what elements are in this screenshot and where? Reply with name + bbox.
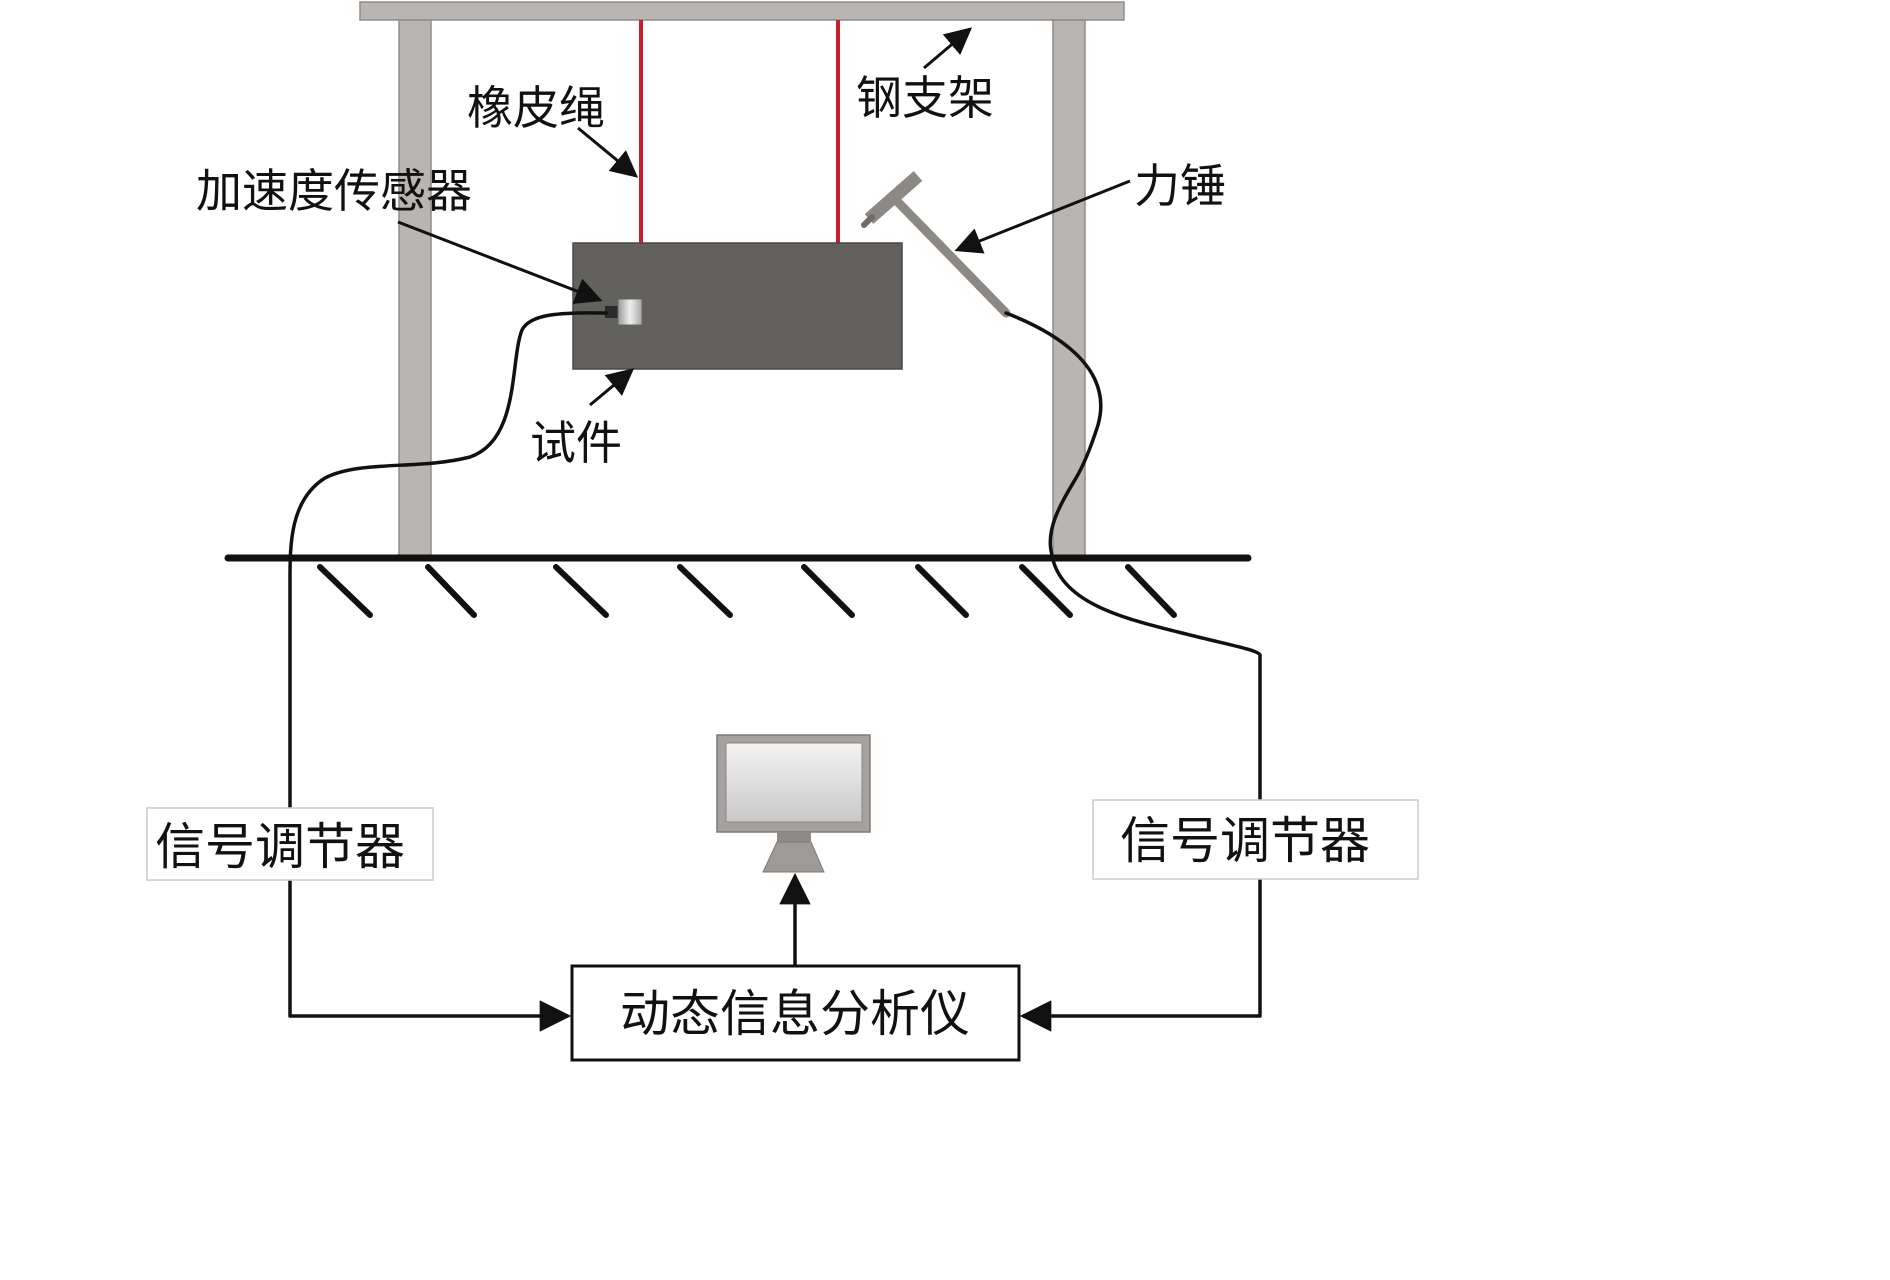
label-specimen: 试件 xyxy=(530,416,622,470)
test-setup-diagram: 橡皮绳 钢支架 加速度传感器 力锤 试件 信号调节器 信号调节器 动态信息分析仪 xyxy=(146,1,1419,1062)
ground-hatching xyxy=(317,564,1177,618)
hammer-handle xyxy=(887,191,1011,318)
hatch-mark xyxy=(425,564,477,618)
hatch-mark xyxy=(1125,564,1177,618)
force-hammer xyxy=(861,171,1011,318)
signal-conditioner-left-box xyxy=(146,807,434,881)
sensor-cable xyxy=(288,311,608,1018)
hatch-mark xyxy=(317,564,373,618)
frame-left-post xyxy=(398,19,432,558)
hammer-cable xyxy=(1004,311,1262,1018)
leader-steel-frame xyxy=(923,27,973,70)
frame-right-post xyxy=(1052,19,1086,558)
leader-specimen xyxy=(589,368,635,407)
hammer-head xyxy=(864,171,923,224)
steel-frame xyxy=(359,1,1125,558)
label-rubber-rope: 橡皮绳 xyxy=(467,81,605,135)
monitor-stand xyxy=(762,841,825,873)
hatch-mark xyxy=(915,564,969,618)
leader-accelerometer xyxy=(397,220,603,304)
monitor-screen xyxy=(725,742,863,823)
frame-top-beam xyxy=(359,1,1125,21)
specimen-block xyxy=(572,242,903,370)
leader-hammer xyxy=(954,179,1131,254)
hammer-tip xyxy=(861,214,875,228)
label-analyzer: 动态信息分析仪 xyxy=(620,985,970,1043)
analyzer-box xyxy=(570,964,1021,1062)
hatch-mark xyxy=(1019,564,1073,618)
label-hammer: 力锤 xyxy=(1134,159,1226,213)
accelerometer-sensor xyxy=(605,298,643,326)
leader-arrows xyxy=(397,27,1131,407)
signal-conditioner-right-box xyxy=(1092,799,1419,880)
sensor-body xyxy=(617,298,643,326)
ground xyxy=(224,554,1252,618)
leader-rubber-rope xyxy=(577,126,639,178)
hatch-mark xyxy=(801,564,855,618)
hatch-mark xyxy=(677,564,733,618)
flow-arrows xyxy=(290,872,1260,1032)
label-accelerometer: 加速度传感器 xyxy=(196,164,472,218)
cables xyxy=(288,311,1262,1018)
rubber-ropes xyxy=(639,20,840,244)
label-steel-frame: 钢支架 xyxy=(856,71,994,125)
monitor-neck xyxy=(777,832,811,842)
monitor xyxy=(716,734,871,873)
label-signal-conditioner-left: 信号调节器 xyxy=(155,818,405,876)
hatch-mark xyxy=(553,564,609,618)
label-signal-conditioner-right: 信号调节器 xyxy=(1120,812,1370,870)
